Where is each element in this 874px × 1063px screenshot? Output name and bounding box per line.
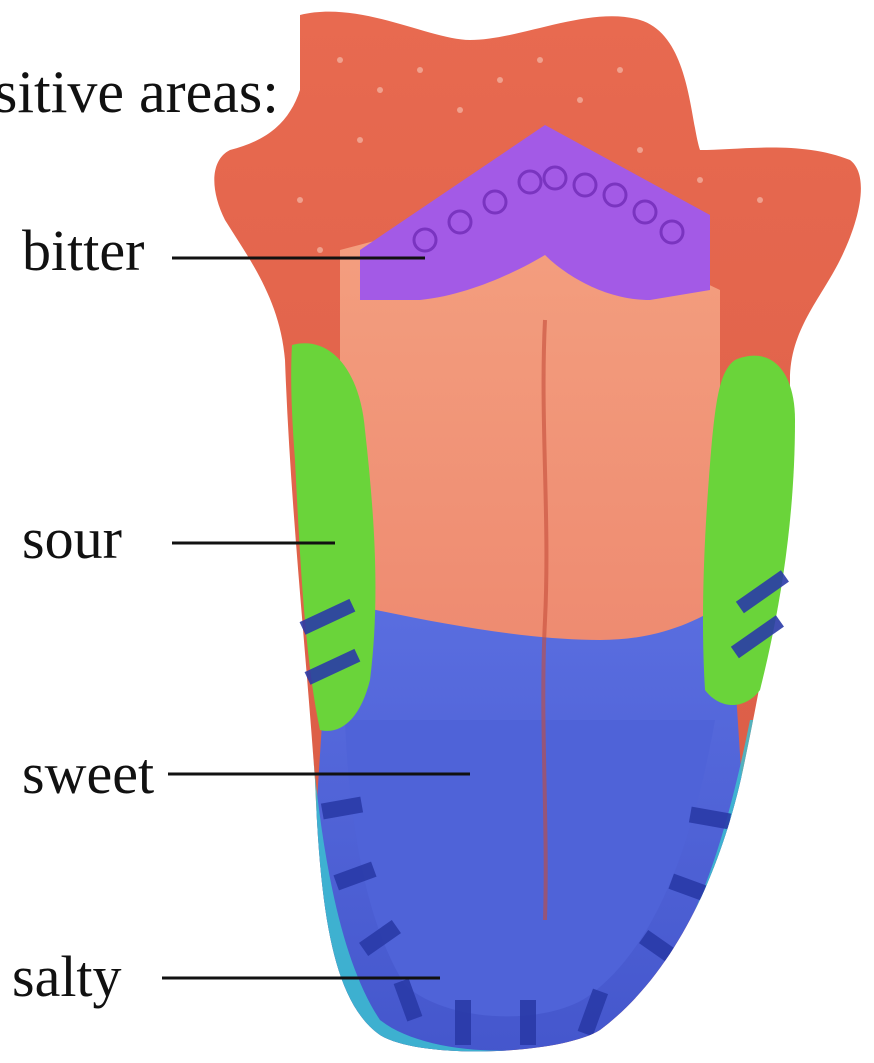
label-bitter: bitter [22, 222, 144, 280]
diagram-title: sitive areas: [0, 62, 279, 122]
label-sweet: sweet [22, 745, 154, 803]
sour-region-right [703, 356, 795, 705]
sweet-inner-region [345, 720, 715, 1016]
label-salty: salty [12, 948, 122, 1006]
label-sour: sour [22, 510, 122, 568]
